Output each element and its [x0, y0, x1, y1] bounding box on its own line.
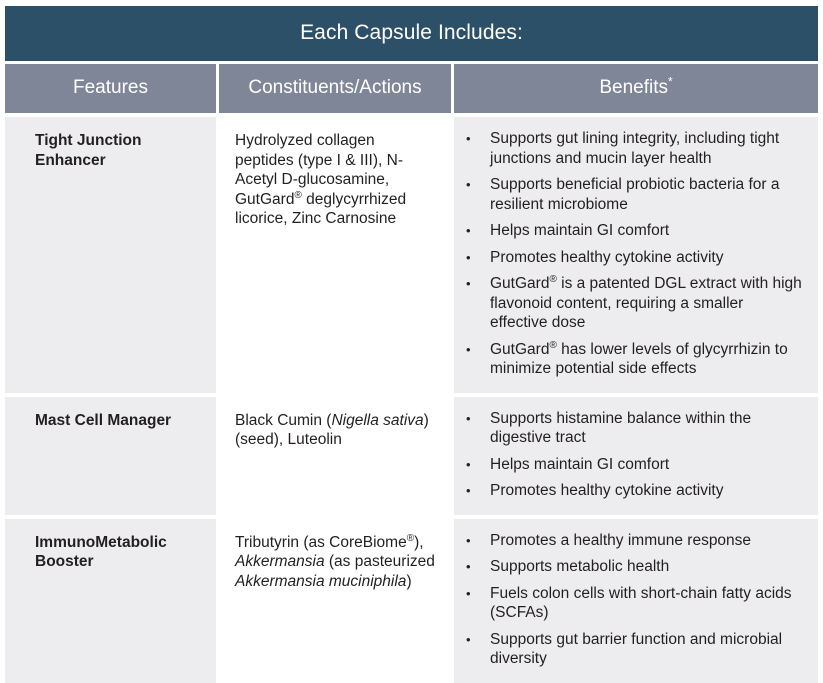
italic-text: Nigella sativa: [331, 411, 424, 429]
column-header-constituents-label: Constituents/Actions: [248, 77, 422, 98]
text-run: Helps maintain GI comfort: [490, 455, 670, 473]
cell-constituents: Black Cumin (Nigella sativa) (seed), Lut…: [219, 396, 451, 515]
registered-mark: ®: [294, 189, 302, 201]
text-run: Supports beneficial probiotic bacteria f…: [490, 176, 780, 213]
text-run: Supports metabolic health: [490, 558, 670, 575]
text-run: Black Cumin (: [235, 411, 332, 429]
benefit-list-item: GutGard® has lower levels of glycyrrhizi…: [462, 340, 802, 379]
text-run: Promotes healthy cytokine activity: [490, 482, 724, 499]
benefit-list-item: Supports beneficial probiotic bacteria f…: [462, 175, 802, 214]
benefit-list-item: Promotes healthy cytokine activity: [462, 248, 802, 268]
benefit-list-item: Supports gut lining integrity, including…: [462, 129, 802, 168]
text-run: (as pasteurized: [324, 553, 435, 570]
text-run: Promotes healthy cytokine activity: [490, 248, 724, 266]
benefit-list-item: Promotes a healthy immune response: [462, 531, 802, 551]
cell-feature: Tight Junction Enhancer: [5, 117, 216, 393]
column-header-constituents: Constituents/Actions: [219, 64, 451, 113]
benefit-list-item: Supports gut barrier function and microb…: [462, 630, 802, 669]
text-run: Helps maintain GI comfort: [490, 222, 670, 239]
italic-text: Akkermansia: [235, 553, 325, 570]
column-header-features-label: Features: [73, 77, 148, 98]
text-run: GutGard: [490, 275, 550, 292]
cell-constituents: Hydrolyzed collagen peptides (type I & I…: [219, 117, 451, 393]
benefit-list-item: Helps maintain GI comfort: [462, 221, 802, 241]
benefit-list-item: Promotes healthy cytokine activity: [462, 481, 802, 501]
text-run: ): [406, 572, 412, 590]
text-run: Promotes a healthy immune response: [490, 531, 752, 549]
benefit-list-item: GutGard® is a patented DGL extract with …: [462, 274, 802, 333]
text-run: Tributyrin (as CoreBiome: [235, 533, 407, 551]
benefit-list-item: Helps maintain GI comfort: [462, 455, 802, 475]
cell-benefits: Supports histamine balance within the di…: [454, 396, 818, 515]
text-run: Supports gut lining integrity, including…: [490, 130, 780, 167]
registered-mark: ®: [549, 273, 557, 285]
text-run: Fuels colon cells with short-chain fatty…: [490, 584, 792, 622]
table-header-row: Features Constituents/Actions Benefits*: [5, 64, 818, 113]
column-header-benefits: Benefits*: [454, 64, 818, 113]
text-run: GutGard: [490, 340, 550, 358]
table-title: Each Capsule Includes:: [5, 6, 818, 61]
registered-mark: ®: [406, 532, 415, 544]
cell-benefits: Promotes a healthy immune responseSuppor…: [454, 518, 818, 683]
text-run: ),: [414, 533, 424, 551]
column-header-benefits-label: Benefits: [599, 77, 668, 98]
cell-constituents: Tributyrin (as CoreBiome®), Akkermansia …: [219, 518, 451, 683]
capsule-ingredients-table: Each Capsule Includes: Features Constitu…: [5, 6, 818, 683]
text-run: Supports gut barrier function and microb…: [490, 630, 783, 668]
benefit-list: Supports histamine balance within the di…: [462, 409, 802, 501]
cell-benefits: Supports gut lining integrity, including…: [454, 117, 818, 393]
column-header-benefits-superscript: *: [667, 74, 673, 89]
benefit-list: Supports gut lining integrity, including…: [462, 129, 802, 379]
benefit-list: Promotes a healthy immune responseSuppor…: [462, 531, 802, 669]
cell-feature: ImmunoMetabolic Booster: [5, 518, 216, 683]
text-run: is a patented DGL extract with high flav…: [490, 275, 802, 331]
benefit-list-item: Fuels colon cells with short-chain fatty…: [462, 584, 802, 623]
registered-mark: ®: [549, 339, 557, 351]
benefit-list-item: Supports metabolic health: [462, 557, 802, 577]
text-run: ) (seed), Luteolin: [235, 411, 429, 449]
text-run: has lower levels of glycyrrhizin to mini…: [490, 340, 788, 378]
column-header-features: Features: [5, 64, 216, 113]
cell-feature: Mast Cell Manager: [5, 396, 216, 515]
benefit-list-item: Supports histamine balance within the di…: [462, 409, 802, 448]
text-run: Supports histamine balance within the di…: [490, 409, 752, 447]
italic-text: Akkermansia muciniphila: [235, 572, 407, 590]
text-run: Hydrolyzed collagen peptides (type I & I…: [235, 132, 403, 208]
text-run: deglycyrrhized licorice, Zinc Carnosine: [235, 190, 407, 228]
